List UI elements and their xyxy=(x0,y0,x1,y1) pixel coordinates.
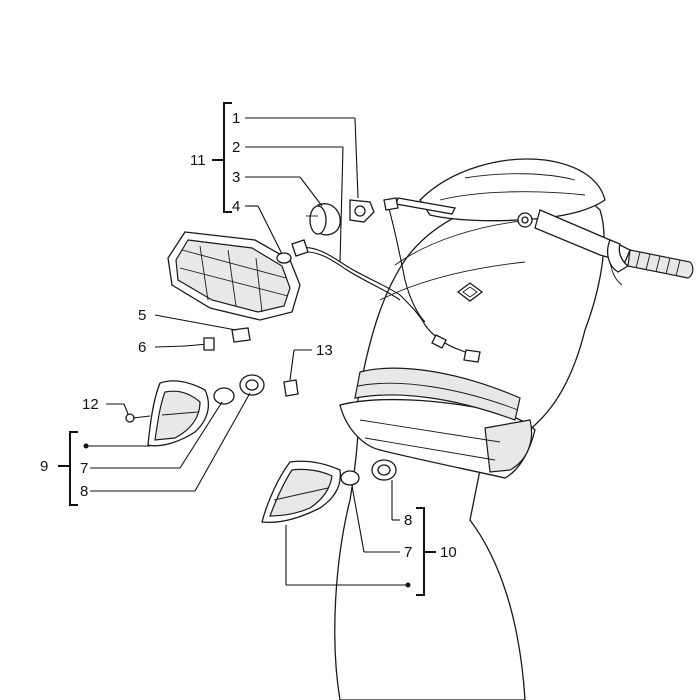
callout-9: 9 xyxy=(40,458,48,475)
bulb-socket xyxy=(349,199,375,223)
callout-8-left: 8 xyxy=(80,483,88,500)
left-turn-signal-lens xyxy=(147,380,209,447)
lens-screw xyxy=(125,413,151,423)
callout-12: 12 xyxy=(82,396,99,413)
lens-bullet-left xyxy=(83,443,89,449)
parking-bulb xyxy=(276,252,292,264)
headlight-bulb xyxy=(306,203,341,236)
callout-1: 1 xyxy=(232,110,240,127)
callout-13: 13 xyxy=(316,342,333,359)
callout-7-right: 7 xyxy=(404,544,412,561)
front-lower-panel xyxy=(339,367,536,479)
spring-clip xyxy=(283,379,299,397)
callout-10: 10 xyxy=(440,544,457,561)
logo-badge xyxy=(456,282,484,302)
left-signal-bulb xyxy=(213,387,235,405)
lens-bullet-right xyxy=(405,582,411,588)
callout-11: 11 xyxy=(190,152,206,169)
callout-2: 2 xyxy=(232,139,240,156)
callout-7-left: 7 xyxy=(80,460,88,477)
right-signal-bulb xyxy=(340,470,360,486)
right-turn-signal-lens xyxy=(261,460,341,524)
headlight-housing xyxy=(167,231,301,321)
group-brackets xyxy=(58,102,436,596)
callout-labels: 1 2 3 4 11 5 6 13 12 9 7 8 8 7 10 xyxy=(40,110,457,561)
callout-8-right: 8 xyxy=(404,512,412,529)
adjuster-screw xyxy=(184,337,215,351)
headlight-bracket xyxy=(231,327,251,343)
callout-5: 5 xyxy=(138,307,146,324)
callout-3: 3 xyxy=(232,169,240,186)
right-signal-socket xyxy=(371,459,397,481)
callout-4: 4 xyxy=(232,198,240,215)
handlebar xyxy=(395,197,694,286)
leader-lines xyxy=(86,117,408,586)
callout-6: 6 xyxy=(138,339,146,356)
left-signal-socket xyxy=(239,374,265,396)
wiring-harness xyxy=(291,197,481,363)
